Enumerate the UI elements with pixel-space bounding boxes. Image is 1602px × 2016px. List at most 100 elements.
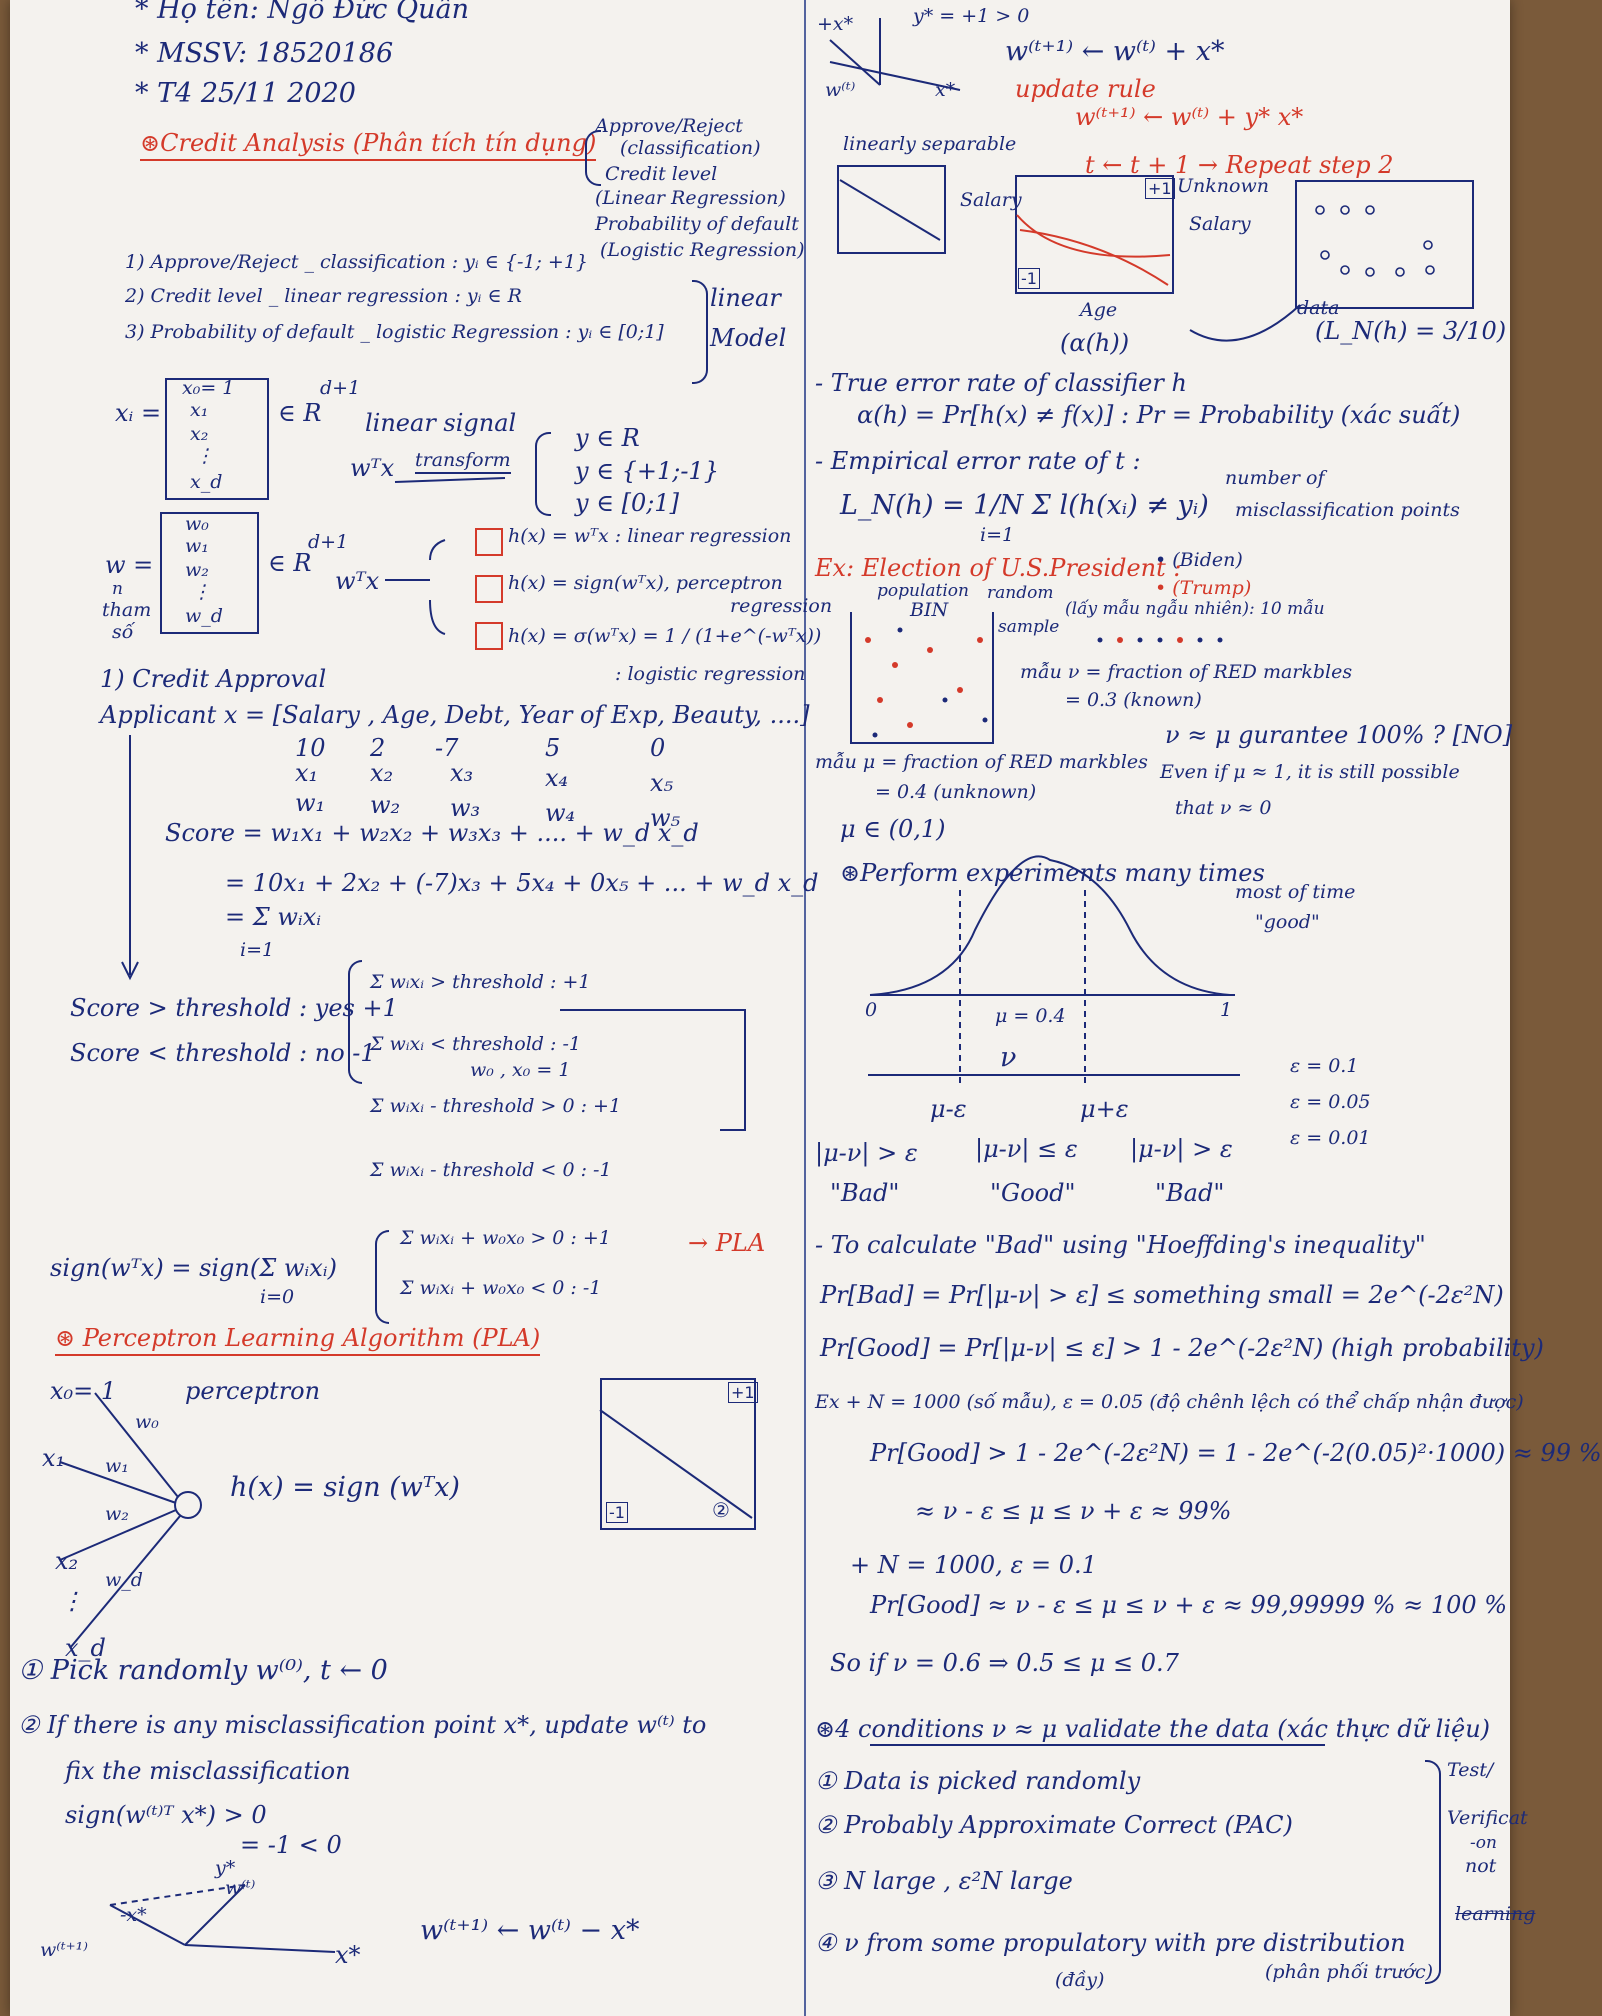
branch-down (429, 599, 446, 635)
unknown-plot (1295, 180, 1474, 309)
pla-step-2: ② If there is any misclassification poin… (18, 1711, 707, 1739)
model-label-2: Model (710, 324, 787, 352)
w-space-exp: d+1 (308, 531, 349, 553)
condition-1: ① Data is picked randomly (815, 1767, 1141, 1795)
red-marbles (865, 637, 1183, 728)
credit-type-1: Approve/Reject (595, 115, 743, 137)
column-divider (804, 0, 806, 2016)
w-note-2: tham (102, 599, 152, 621)
condition-note-1: (đầy) (1055, 1969, 1105, 1991)
edge-xd (69, 1515, 181, 1649)
value-5: 0 (650, 734, 666, 762)
edge-x0 (94, 1392, 179, 1498)
case-good: |μ-ν| ≤ ε (975, 1135, 1078, 1163)
x-space: ∈ R (278, 399, 322, 427)
separable-plot (837, 165, 946, 254)
applicant-line: Applicant x = [Salary , Age, Debt, Year … (100, 701, 810, 729)
case-label-good: "Good" (990, 1179, 1076, 1207)
true-error-eq: α(h) = Pr[h(x) ≠ f(x)] : Pr = Probabilit… (857, 401, 1461, 429)
side-note-4: not (1465, 1855, 1497, 1877)
side-note-3: -on (1470, 1833, 1497, 1853)
case-bad-right: |μ-ν| > ε (1130, 1135, 1233, 1163)
sum-2: Σ wᵢxᵢ < threshold : -1 (370, 1033, 581, 1055)
pla-weight-d: w_d (105, 1569, 143, 1591)
pla-box-2: ② (712, 1498, 730, 1522)
plot-salary-2: Salary (1189, 213, 1251, 235)
experiment-nu: ν (1000, 1042, 1017, 1073)
ns-plus: +1 (1145, 178, 1175, 199)
perceptron-node (174, 1491, 202, 1519)
transform-brace (535, 432, 551, 516)
nonseparable-curve (1016, 214, 1171, 258)
w-note-1: n (112, 579, 123, 599)
conditions-title: ⊛4 conditions ν ≈ μ validate the data (x… (815, 1715, 1491, 1743)
hoeffding-line-1: Pr[Bad] = Pr[|μ-ν| > ε] ≤ something smal… (820, 1281, 1504, 1309)
w-entry-2: w₂ (185, 559, 209, 581)
credit-type-4: (Linear Regression) (595, 187, 786, 209)
edge-x1 (59, 1461, 177, 1504)
diag-wt: w⁽ᵗ⁾ (825, 79, 856, 101)
pla-box-plot (600, 1378, 756, 1530)
experiment-title: ⊛Perform experiments many times (840, 859, 1265, 887)
pla-lbl-y: y* (215, 1857, 236, 1879)
pla-step-3: fix the misclassification (65, 1757, 351, 1785)
pla-input-3: ⋮ (60, 1587, 84, 1615)
hoeffding-line-5: ≈ ν - ε ≤ μ ≤ ν + ε ≈ 99% (915, 1497, 1232, 1525)
sign-lower: i=0 (260, 1286, 295, 1308)
empirical-note-1: number of (1225, 467, 1325, 489)
sum-4: Σ wᵢxᵢ - threshold > 0 : +1 (370, 1095, 622, 1117)
election-sample: sample (998, 617, 1060, 637)
value-1: 10 (295, 734, 326, 762)
nonseparable-plot (1015, 175, 1174, 294)
ws-5: w₅ (650, 804, 681, 832)
pla-lbl-x: x* (335, 1941, 361, 1969)
candidate-biden: • (Biden) (1155, 549, 1243, 571)
credit-list-1: 1) Approve/Reject _ classification : yᵢ … (125, 251, 588, 273)
score-down-arrow-head (121, 961, 139, 981)
mu-def-1: mẫu μ = fraction of RED markbles (815, 751, 1148, 773)
ws-1: w₁ (295, 789, 326, 817)
w-entry-0: w₀ (185, 513, 209, 535)
data-plot-circles (1315, 205, 1435, 277)
vec-wt1 (109, 1904, 186, 1946)
side-note-2: Verificat (1447, 1807, 1528, 1829)
linearly-separable: linearly separable (843, 133, 1017, 155)
empirical-title: - Empirical error rate of t : (815, 447, 1141, 475)
plot-alpha: (α(h)) (1060, 329, 1130, 357)
mu-def-2: = 0.4 (unknown) (875, 781, 1037, 803)
eps-1: ε = 0.1 (1290, 1055, 1359, 1077)
hoeffding-line-3: Ex + N = 1000 (số mẫu), ε = 0.05 (độ chê… (815, 1391, 1524, 1413)
transform-label: transform (415, 449, 511, 474)
bound-low: μ-ε (930, 1095, 967, 1123)
credit-type-5: Probability of default (595, 213, 799, 235)
election-population: population (877, 581, 969, 601)
case-label-bad-right: "Bad" (1155, 1179, 1225, 1207)
ws-3: w₃ (450, 794, 481, 822)
credit-type-3: Credit level (605, 163, 718, 185)
ns-minus: -1 (1018, 268, 1040, 289)
approval-heading: 1) Credit Approval (100, 665, 327, 693)
transform-out-3: y ∈ [0;1] (575, 489, 679, 517)
even-if-1: Even if μ ≈ 1, it is still possible (1160, 761, 1460, 783)
w-note-3: số (112, 621, 134, 643)
xs-3: x₃ (450, 759, 474, 787)
axis-mu: μ = 0.4 (995, 1005, 1066, 1027)
top-axis-h (829, 61, 961, 91)
transform-arrow (394, 477, 506, 483)
pla-input-1: x₁ (42, 1444, 66, 1472)
w-space: ∈ R (268, 549, 312, 577)
credit-list-3: 3) Probability of default _ logistic Reg… (125, 321, 664, 343)
pla-box-plus: +1 (728, 1382, 758, 1403)
side-note-1: Test/ (1447, 1759, 1494, 1781)
pla-step-4: sign(w⁽ᵗ⁾ᵀ x*) > 0 (65, 1801, 267, 1829)
xs-1: x₁ (295, 759, 319, 787)
hoeffding-line-6: + N = 1000, ε = 0.1 (850, 1551, 1097, 1579)
w-entry-4: w_d (185, 605, 223, 627)
mu-def-3: μ ∈ (0,1) (840, 815, 946, 843)
score-1: Score = w₁x₁ + w₂x₂ + w₃x₃ + .... + w_d … (165, 819, 699, 847)
edge-x2 (59, 1509, 177, 1561)
credit-brace (585, 130, 601, 186)
sum-5: Σ wᵢxᵢ - threshold < 0 : -1 (370, 1159, 612, 1181)
pla-update-rule: w⁽ᵗ⁺¹⁾ ← w⁽ᵗ⁾ − x* (420, 1915, 640, 1946)
update-rule-title: update rule (1015, 75, 1156, 103)
